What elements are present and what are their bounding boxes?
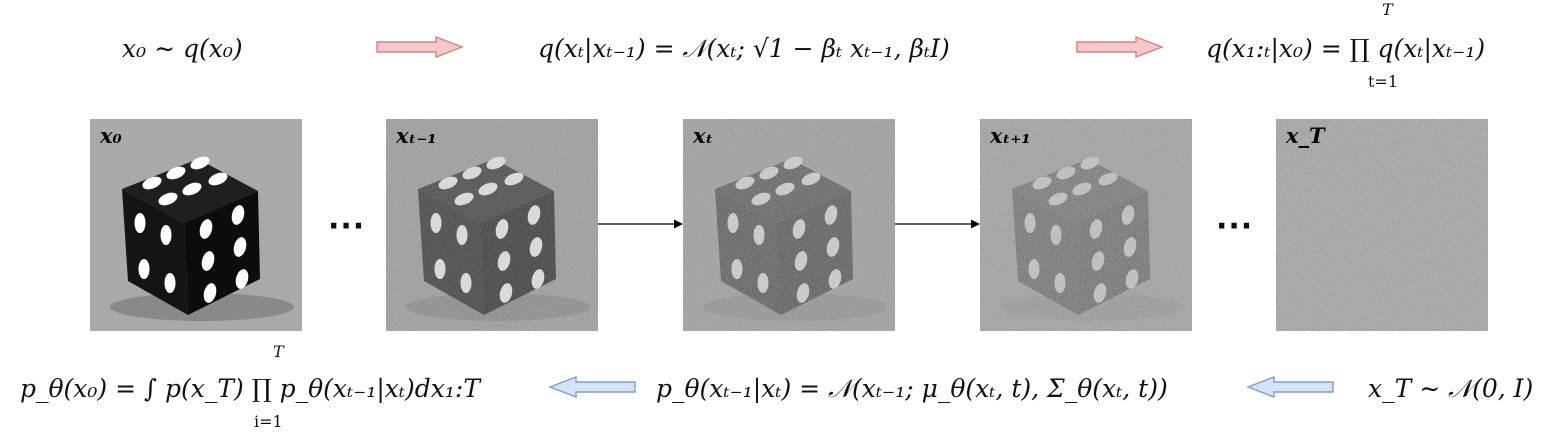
- die-image-xt-plus-1: [980, 119, 1192, 331]
- frame-xt: xₜ: [683, 119, 895, 331]
- frame-label-xT: x_T: [1286, 123, 1325, 148]
- die-image-xt-minus-1: [386, 119, 598, 331]
- die-image-xt: [683, 119, 895, 331]
- reverse-step-text: p_θ(xₜ₋₁|xₜ) = 𝒩(xₜ₋₁; μ_θ(xₜ, t), Σ_θ(x…: [656, 374, 1168, 403]
- frame-label-xt-plus-1: xₜ₊₁: [990, 123, 1031, 148]
- ellipsis-left: ···: [328, 209, 366, 244]
- frame-xt-plus-1: xₜ₊₁: [980, 119, 1192, 331]
- reverse-marginal-equation: p_θ(x₀) = ∫ p(x_T) ∏ p_θ(xₜ₋₁|xₜ)dx₁:T: [20, 376, 480, 401]
- reverse-marginal-lower-limit: i=1: [254, 412, 283, 431]
- frame-label-x0: x₀: [100, 123, 122, 148]
- frame-label-xt: xₜ: [693, 123, 714, 148]
- reverse-prior-text: x_T ∼ 𝒩(0, I): [1368, 374, 1534, 403]
- forward-arrow-1: [376, 36, 464, 58]
- forward-step-equation: q(xₜ|xₜ₋₁) = 𝒩(xₜ; √1 − βₜ xₜ₋₁, βₜI): [538, 36, 950, 61]
- frame-xt-minus-1: xₜ₋₁: [386, 119, 598, 331]
- reverse-arrow-1: [548, 376, 636, 398]
- reverse-prior-equation: x_T ∼ 𝒩(0, I): [1368, 376, 1533, 401]
- reverse-step-equation: p_θ(xₜ₋₁|xₜ) = 𝒩(xₜ₋₁; μ_θ(xₜ, t), Σ_θ(x…: [656, 376, 1168, 401]
- forward-step-text: q(xₜ|xₜ₋₁) = 𝒩(xₜ; √1 − βₜ xₜ₋₁, βₜI): [538, 34, 950, 63]
- forward-joint-text: q(x₁:ₜ|x₀) = ∏ q(xₜ|xₜ₋₁): [1206, 34, 1486, 63]
- forward-joint-equation: q(x₁:ₜ|x₀) = ∏ q(xₜ|xₜ₋₁): [1206, 36, 1485, 61]
- frame-x0: x₀: [90, 119, 302, 331]
- transition-arrow-1: [598, 219, 683, 229]
- ellipsis-right: ···: [1216, 209, 1254, 244]
- reverse-marginal-upper-limit: T: [273, 342, 284, 361]
- forward-joint-upper-limit: T: [1382, 0, 1393, 19]
- forward-start-text: x₀ ∼ q(x₀): [122, 34, 243, 63]
- transition-arrow-2: [895, 219, 980, 229]
- frame-xT: x_T: [1276, 119, 1488, 331]
- reverse-marginal-text: p_θ(x₀) = ∫ p(x_T) ∏ p_θ(xₜ₋₁|xₜ)dx₁:T: [20, 374, 481, 403]
- forward-arrow-2: [1076, 36, 1164, 58]
- die-image-x0: [90, 119, 302, 331]
- reverse-arrow-2: [1246, 376, 1334, 398]
- frame-label-xt-minus-1: xₜ₋₁: [396, 123, 437, 148]
- forward-start-equation: x₀ ∼ q(x₀): [122, 36, 243, 61]
- forward-joint-lower-limit: t=1: [1368, 72, 1399, 91]
- noise-image-xT: [1276, 119, 1488, 331]
